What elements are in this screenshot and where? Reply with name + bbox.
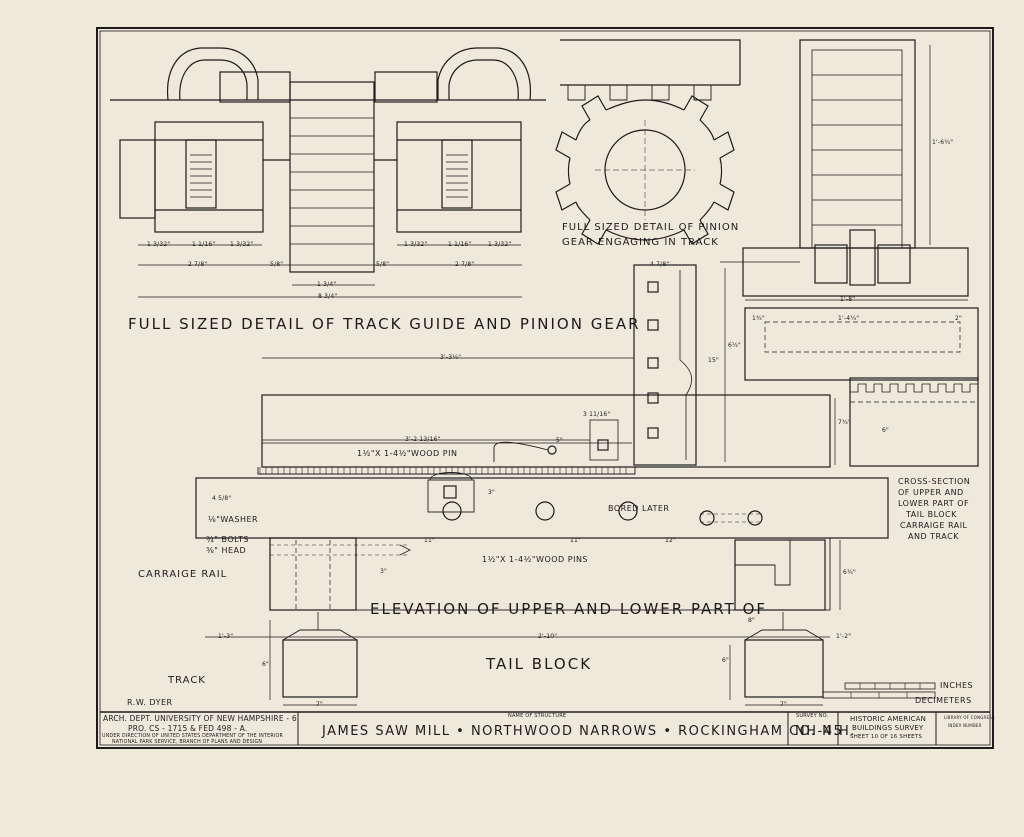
survey-number: NH-45 bbox=[795, 724, 844, 739]
dimension: 3" bbox=[380, 568, 387, 575]
bolts-label-1: ¾" BOLTS bbox=[206, 535, 249, 544]
dimension: 1'-6¾" bbox=[932, 139, 954, 146]
title-dept: ARCH. DEPT. UNIVERSITY OF NEW HAMPSHIRE … bbox=[103, 714, 300, 723]
dimension: 3" bbox=[488, 489, 495, 496]
elevation-title-line2: TAIL BLOCK bbox=[486, 655, 593, 673]
library-line2: INDEX NUMBER bbox=[948, 723, 982, 728]
dimension: 1 3/32" bbox=[147, 241, 171, 248]
dimension: 1 1/16" bbox=[192, 241, 216, 248]
title-direction-1: UNDER DIRECTION OF UNITED STATES DEPARTM… bbox=[102, 734, 284, 739]
elevation-title-line1: ELEVATION OF UPPER AND LOWER PART OF bbox=[370, 600, 768, 618]
habs-line2: BUILDINGS SURVEY bbox=[852, 724, 924, 732]
bored-later-label: BORED LATER bbox=[608, 504, 670, 513]
survey-caption: SURVEY NO. bbox=[796, 713, 829, 719]
wood-pin-label: 1½"X 1-4½"WOOD PIN bbox=[357, 449, 458, 458]
dimension: 5" bbox=[556, 437, 563, 444]
dimension: 2'-10" bbox=[538, 633, 558, 640]
dimension: 12" bbox=[665, 537, 676, 544]
dimension: 1'-3" bbox=[218, 633, 234, 640]
dimension: 1 3/32" bbox=[404, 241, 428, 248]
dimension: 4 7/8" bbox=[650, 261, 670, 268]
dimension: 1'-2" bbox=[836, 633, 852, 640]
pinion-title-line1: FULL SIZED DETAIL OF PINION bbox=[562, 222, 740, 233]
dimension: 6" bbox=[882, 427, 889, 434]
dimension: 1¾" bbox=[752, 315, 765, 322]
carraige-rail-label: CARRAIGE RAIL bbox=[138, 569, 228, 580]
name-caption: NAME OF STRUCTURE bbox=[508, 713, 567, 719]
tail-block-elevation bbox=[195, 264, 889, 706]
dimension: 1 1/16" bbox=[448, 241, 472, 248]
title-project: PRO. CS - 1715 & FED 498 - A. bbox=[128, 724, 248, 733]
scale-decimeters: DECIMETERS bbox=[915, 696, 972, 705]
dimension: 1 3/4" bbox=[317, 281, 337, 288]
dimension: 7" bbox=[780, 701, 787, 708]
cross-section-line: OF UPPER AND bbox=[898, 488, 964, 497]
dimension: 5/8" bbox=[270, 261, 284, 268]
track-guide-title: FULL SIZED DETAIL OF TRACK GUIDE AND PIN… bbox=[128, 315, 641, 333]
cross-section-line: AND TRACK bbox=[908, 532, 959, 541]
drawn-by: R.W. DYER bbox=[127, 698, 173, 707]
dimension: 8" bbox=[748, 617, 755, 624]
track-label: TRACK bbox=[168, 675, 206, 686]
library-line1: LIBRARY OF CONGRESS bbox=[944, 715, 995, 720]
structure-name: JAMES SAW MILL • NORTHWOOD NARROWS • ROC… bbox=[322, 724, 856, 739]
sheet-border bbox=[96, 27, 994, 749]
dimension: 15" bbox=[708, 357, 719, 364]
dimension: 6" bbox=[262, 661, 269, 668]
cross-section-line: LOWER PART OF bbox=[898, 499, 970, 508]
dimension: 2 7/8" bbox=[455, 261, 475, 268]
dimension: 3'-3½" bbox=[440, 354, 462, 361]
dimension: 6¼" bbox=[728, 342, 741, 349]
title-direction-2: NATIONAL PARK SERVICE, BRANCH OF PLANS A… bbox=[112, 740, 263, 745]
dimension: 1 3/32" bbox=[488, 241, 512, 248]
dimension: 3'-2 13/16" bbox=[405, 436, 441, 443]
habs-line1: HISTORIC AMERICAN bbox=[850, 715, 927, 723]
dimension: 7¾" bbox=[838, 419, 851, 426]
side-view-detail bbox=[720, 39, 979, 467]
dimension: 7" bbox=[316, 701, 323, 708]
dimension: 2" bbox=[955, 315, 962, 322]
sheet-number: SHEET 10 OF 16 SHEETS bbox=[850, 734, 923, 740]
pinion-title-line2: GEAR ENGAGING IN TRACK bbox=[562, 237, 719, 248]
dimension: 2 7/8" bbox=[188, 261, 208, 268]
cross-section-line: CARRAIGE RAIL bbox=[900, 521, 968, 530]
pinion-gear-detail bbox=[555, 39, 741, 245]
dimension: 6¼" bbox=[843, 569, 856, 576]
dimension: 11" bbox=[424, 537, 435, 544]
dimension: 1'-8" bbox=[840, 296, 856, 303]
scale-inches: INCHES bbox=[940, 681, 974, 690]
dimension: 6" bbox=[722, 657, 729, 664]
bolts-label-2: ⅜" HEAD bbox=[206, 546, 247, 555]
cross-section-line: TAIL BLOCK bbox=[906, 510, 957, 519]
dimension: 4 5/8" bbox=[212, 495, 232, 502]
dimension: 1 3/32" bbox=[230, 241, 254, 248]
dimension: 11" bbox=[570, 537, 581, 544]
cross-section-note: CROSS-SECTION OF UPPER AND LOWER PART OF… bbox=[898, 478, 984, 541]
scale-bars bbox=[822, 682, 936, 699]
title-block-frame bbox=[100, 711, 990, 745]
dimension: 1'-4¼" bbox=[838, 315, 860, 322]
dimension: 3 11/16" bbox=[583, 411, 611, 418]
cross-section-line: CROSS-SECTION bbox=[898, 477, 971, 486]
washer-label: ⅛"WASHER bbox=[208, 515, 259, 524]
wood-pins-label: 1½"X 1-4½"WOOD PINS bbox=[482, 555, 588, 564]
track-guide-detail bbox=[110, 47, 546, 298]
dimension: 5/8" bbox=[376, 261, 390, 268]
dimension: 8 3/4" bbox=[318, 293, 338, 300]
